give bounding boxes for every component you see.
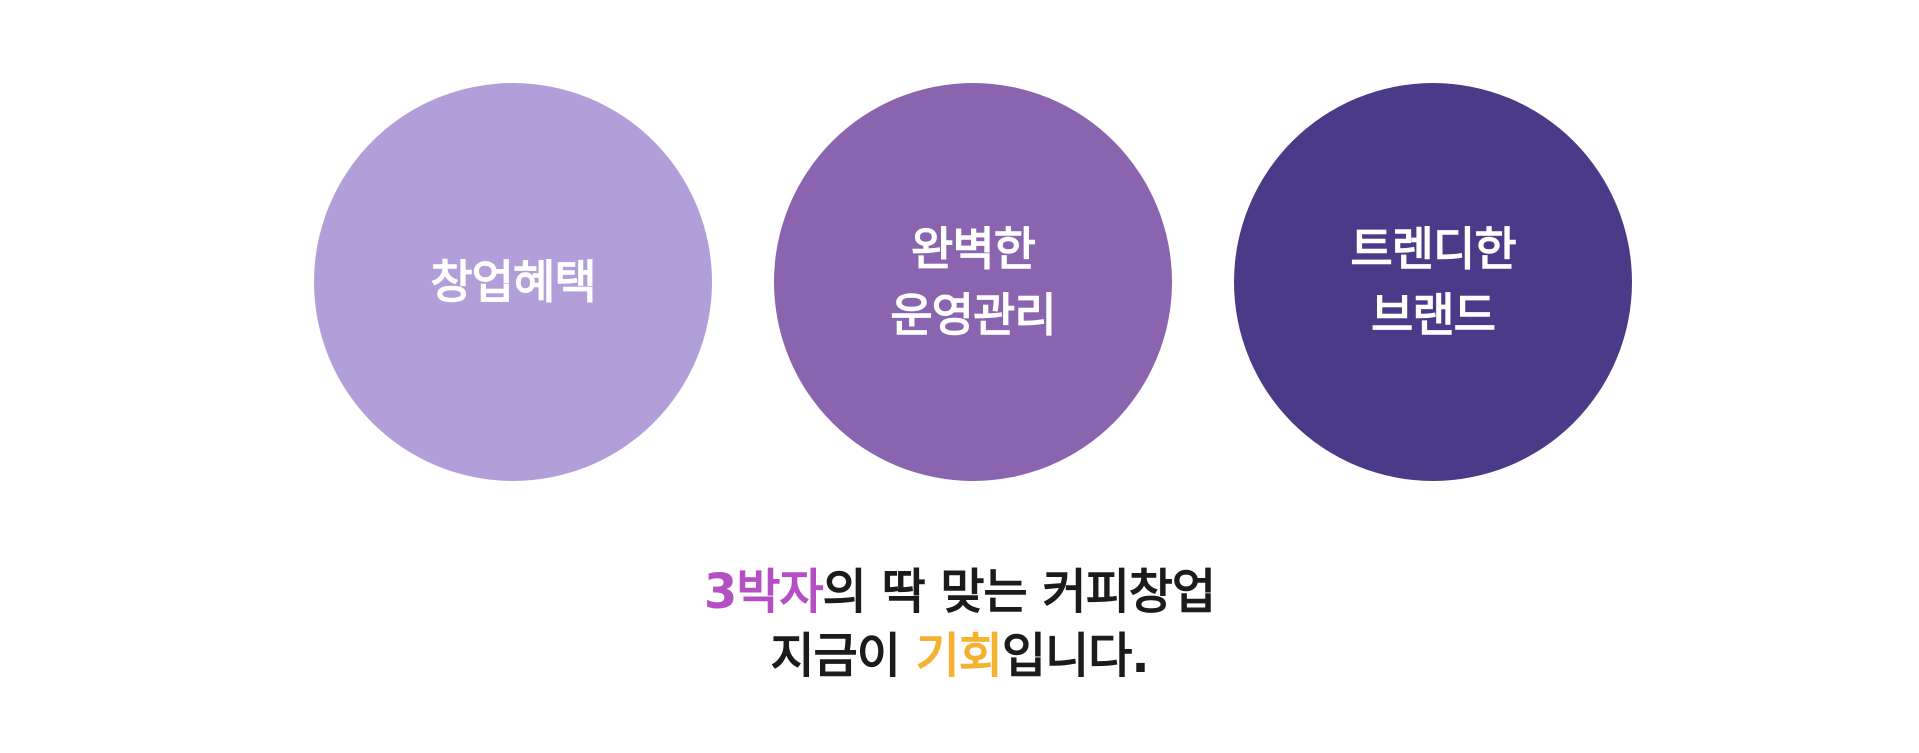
- circle-label: 트렌디한 브랜드: [1350, 216, 1516, 348]
- circle-label: 완벽한 운영관리: [890, 216, 1056, 348]
- circle-label-line: 창업혜택: [430, 255, 596, 309]
- tagline-line-1: 3박자의 딱 맞는 커피창업: [0, 560, 1919, 624]
- circle-operations-management: 완벽한 운영관리: [774, 83, 1172, 481]
- circle-label-line: 운영관리: [890, 288, 1056, 342]
- tagline-line-2-before: 지금이: [770, 628, 916, 684]
- tagline-line-2-after: 입니다.: [1001, 628, 1150, 684]
- circle-label-line: 완벽한: [911, 222, 1036, 276]
- circle-label: 창업혜택: [430, 249, 596, 315]
- circle-label-line: 트렌디한: [1350, 222, 1516, 276]
- tagline-highlight-opportunity: 기회: [915, 628, 1003, 684]
- circle-startup-benefits: 창업혜택: [314, 83, 712, 481]
- circle-label-line: 브랜드: [1371, 288, 1496, 342]
- tagline: 3박자의 딱 맞는 커피창업 지금이 기회입니다.: [0, 560, 1919, 688]
- tagline-highlight-three-factors: 3박자: [703, 564, 824, 620]
- circle-trendy-brand: 트렌디한 브랜드: [1234, 83, 1632, 481]
- tagline-line-2: 지금이 기회입니다.: [0, 624, 1919, 688]
- tagline-line-1-text: 의 딱 맞는 커피창업: [822, 564, 1216, 620]
